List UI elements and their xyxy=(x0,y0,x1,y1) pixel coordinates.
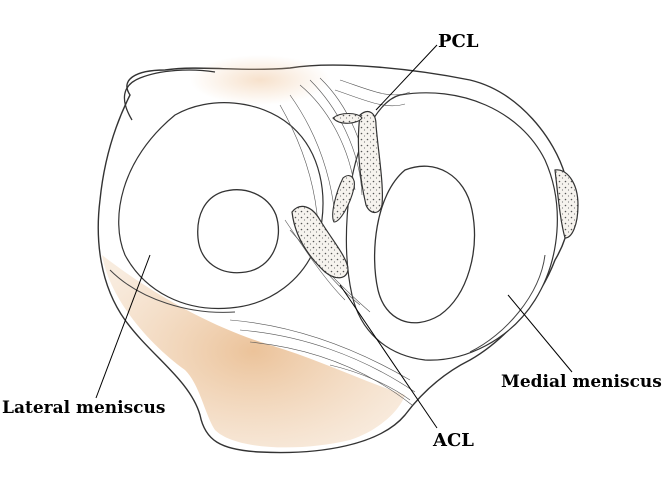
bone-tint-lower xyxy=(102,255,405,448)
leader-lateral xyxy=(95,254,151,399)
label-lateral-meniscus: Lateral meniscus xyxy=(2,398,166,418)
pcl-bundle xyxy=(357,111,383,214)
pcl-bundle-tip xyxy=(332,112,363,124)
medial-tubercle xyxy=(554,169,579,239)
label-pcl: PCL xyxy=(438,31,479,52)
pcl-lower-fragment xyxy=(332,175,355,223)
bone-tint-top xyxy=(190,55,330,105)
leader-medial xyxy=(507,294,573,373)
lateral-meniscus-opening xyxy=(197,189,280,274)
medial-rim-line xyxy=(469,254,546,353)
lateral-rim-line xyxy=(109,269,236,313)
leader-pcl xyxy=(375,44,438,111)
medial-meniscus-opening xyxy=(373,165,476,324)
leader-acl xyxy=(339,284,438,429)
label-acl: ACL xyxy=(433,430,474,451)
label-medial-meniscus: Medial meniscus xyxy=(501,372,662,392)
posterior-bump-left xyxy=(123,69,216,121)
acl-bundle xyxy=(291,205,349,279)
